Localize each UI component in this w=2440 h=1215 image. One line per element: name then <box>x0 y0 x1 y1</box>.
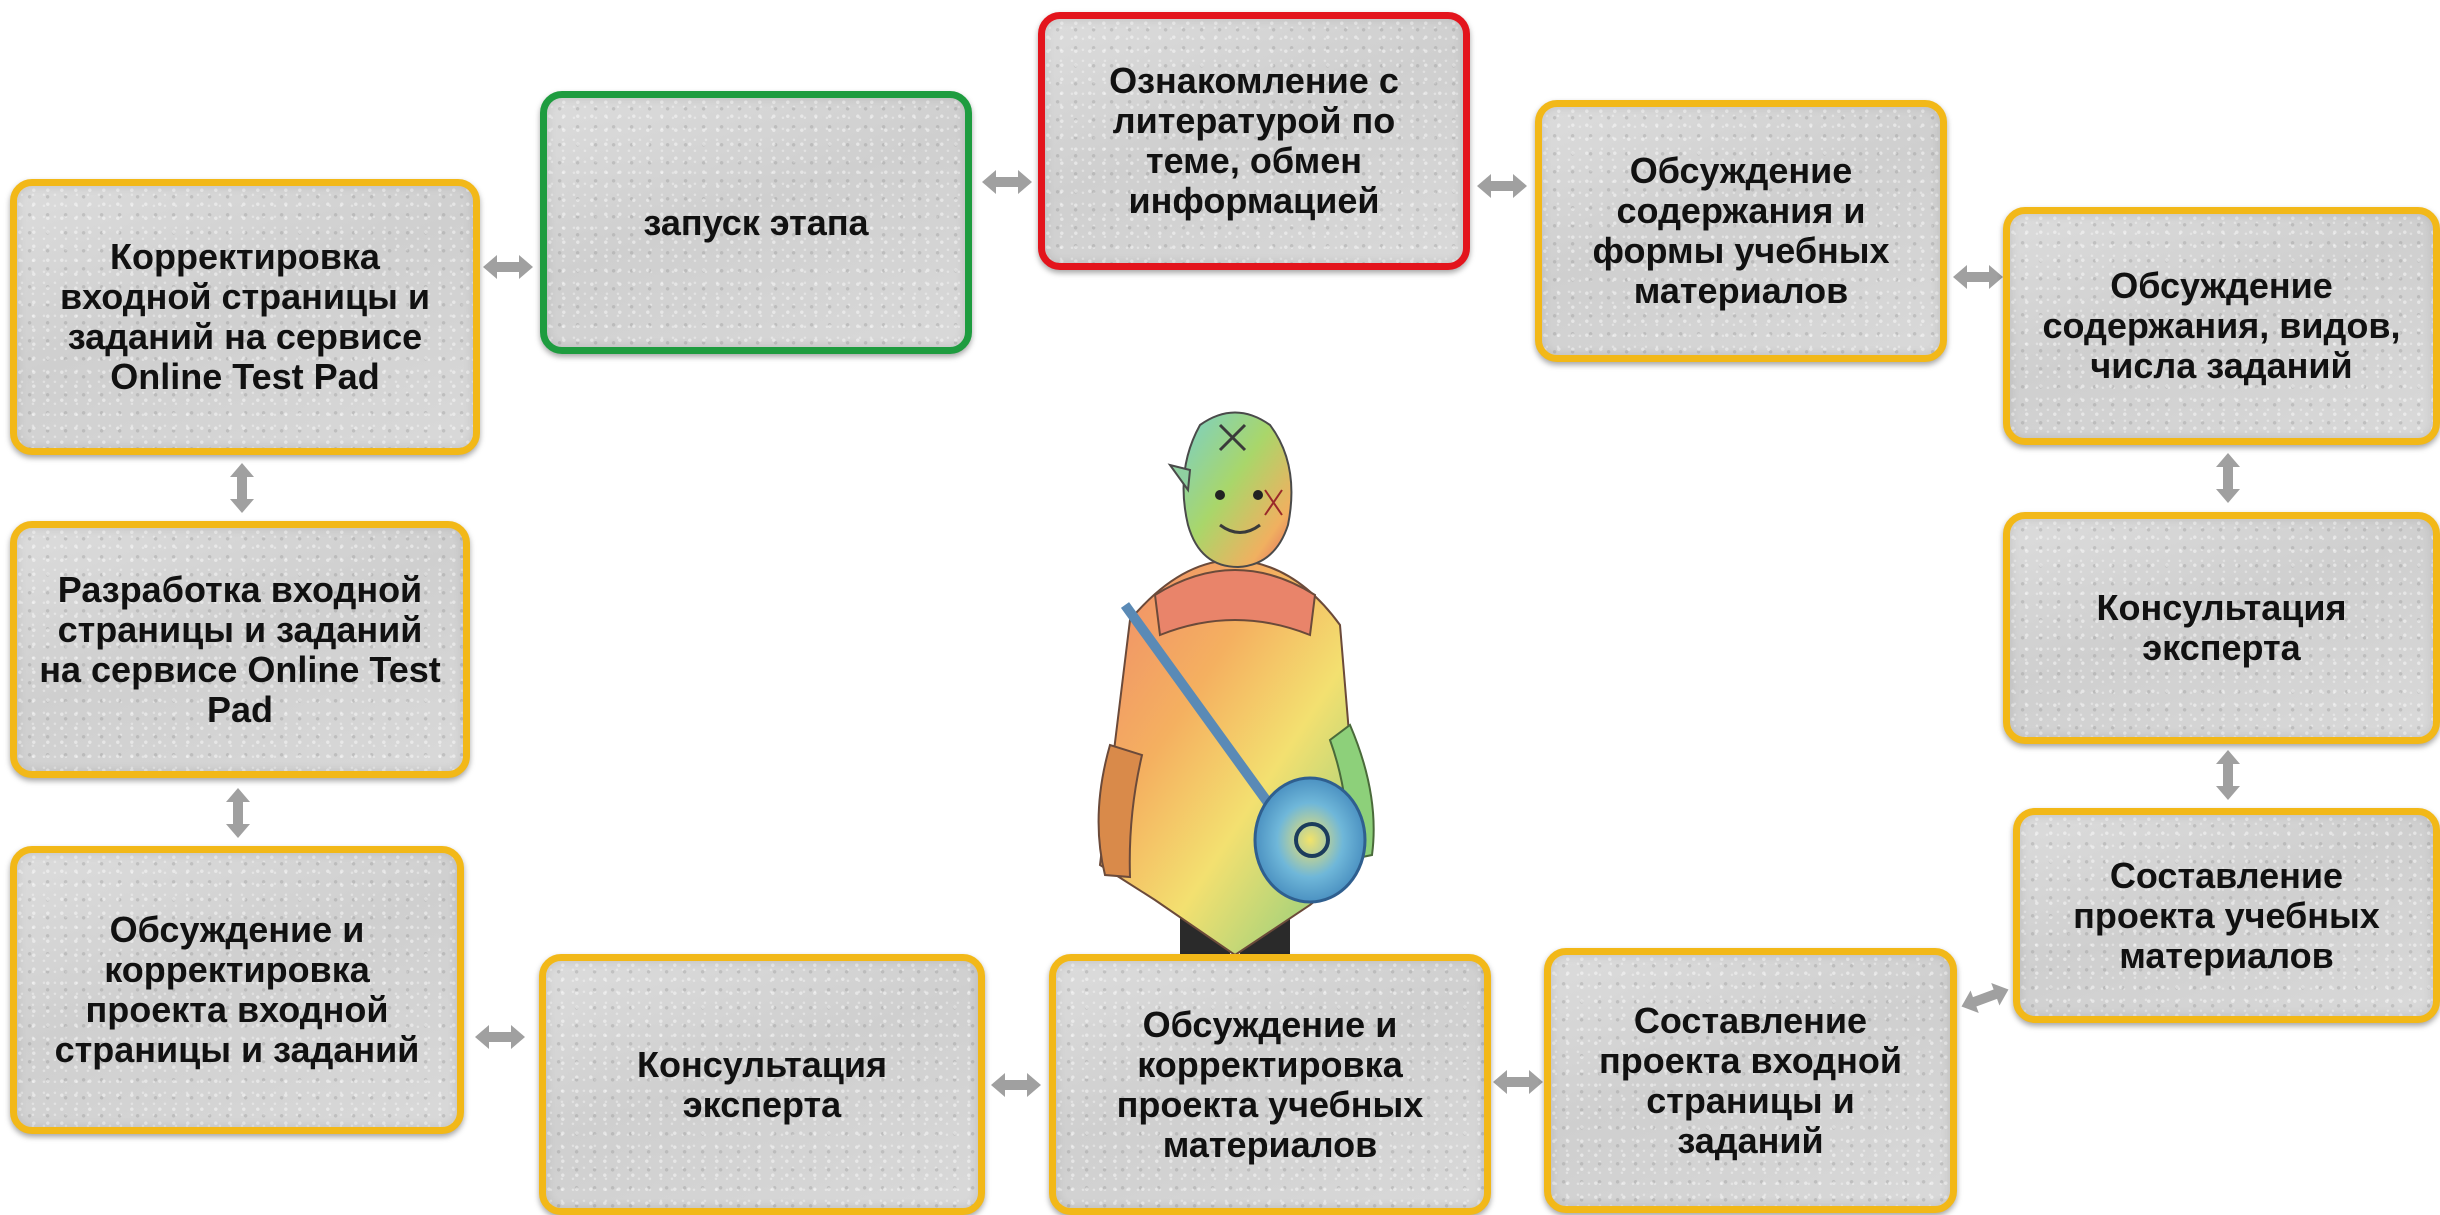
node-discuss-tasks-label: Обсуждение содержания, видов, числа зада… <box>2042 266 2400 386</box>
arrow-correct-entry-develop <box>226 788 250 838</box>
node-literature-label: Ознакомление с литературой по теме, обме… <box>1109 61 1399 221</box>
node-draft-materials-label: Составление проекта учебных материалов <box>2073 856 2380 976</box>
node-adjust-entry: Корректировка входной страницы и заданий… <box>10 179 480 455</box>
node-draft-entry: Составление проекта входной страницы и з… <box>1544 948 1957 1213</box>
node-correct-materials: Обсуждение и корректировка проекта учебн… <box>1049 954 1491 1215</box>
node-correct-entry-label: Обсуждение и корректировка проекта входн… <box>55 910 420 1070</box>
arrow-draft-materials-draft-entry <box>1957 978 2012 1018</box>
node-expert-bottom: Консультация эксперта <box>539 954 985 1215</box>
node-correct-entry: Обсуждение и корректировка проекта входн… <box>10 846 464 1134</box>
node-launch-label: запуск этапа <box>643 203 868 243</box>
arrow-literature-discuss-form <box>1477 174 1527 198</box>
node-adjust-entry-label: Корректировка входной страницы и заданий… <box>60 237 430 397</box>
node-draft-entry-label: Составление проекта входной страницы и з… <box>1599 1001 1902 1161</box>
arrow-develop-adjust <box>230 463 254 513</box>
node-discuss-tasks: Обсуждение содержания, видов, числа зада… <box>2003 207 2440 445</box>
node-correct-materials-label: Обсуждение и корректировка проекта учебн… <box>1117 1005 1424 1165</box>
arrow-adjust-launch <box>483 255 533 279</box>
character-illustration <box>1060 395 1400 955</box>
arrow-launch-literature <box>982 170 1032 194</box>
node-develop-entry: Разработка входной страницы и заданий на… <box>10 521 470 778</box>
node-expert-bottom-label: Консультация эксперта <box>637 1045 887 1125</box>
arrow-expert-correct-entry <box>475 1025 525 1049</box>
node-discuss-form-label: Обсуждение содержания и формы учебных ма… <box>1592 151 1889 311</box>
arrow-draft-entry-correct-materials <box>1493 1070 1543 1094</box>
node-discuss-form: Обсуждение содержания и формы учебных ма… <box>1535 100 1947 362</box>
node-literature: Ознакомление с литературой по теме, обме… <box>1038 12 1470 270</box>
node-develop-entry-label: Разработка входной страницы и заданий на… <box>39 570 440 730</box>
node-expert-right: Консультация эксперта <box>2003 512 2440 744</box>
arrow-discuss-tasks-expert <box>2216 453 2240 503</box>
arrow-expert-draft-materials <box>2216 750 2240 800</box>
node-draft-materials: Составление проекта учебных материалов <box>2013 808 2440 1023</box>
arrow-correct-materials-expert <box>991 1073 1041 1097</box>
arrow-discuss-form-discuss-tasks <box>1953 265 2003 289</box>
node-launch: запуск этапа <box>540 91 972 354</box>
node-expert-right-label: Консультация эксперта <box>2096 588 2346 668</box>
